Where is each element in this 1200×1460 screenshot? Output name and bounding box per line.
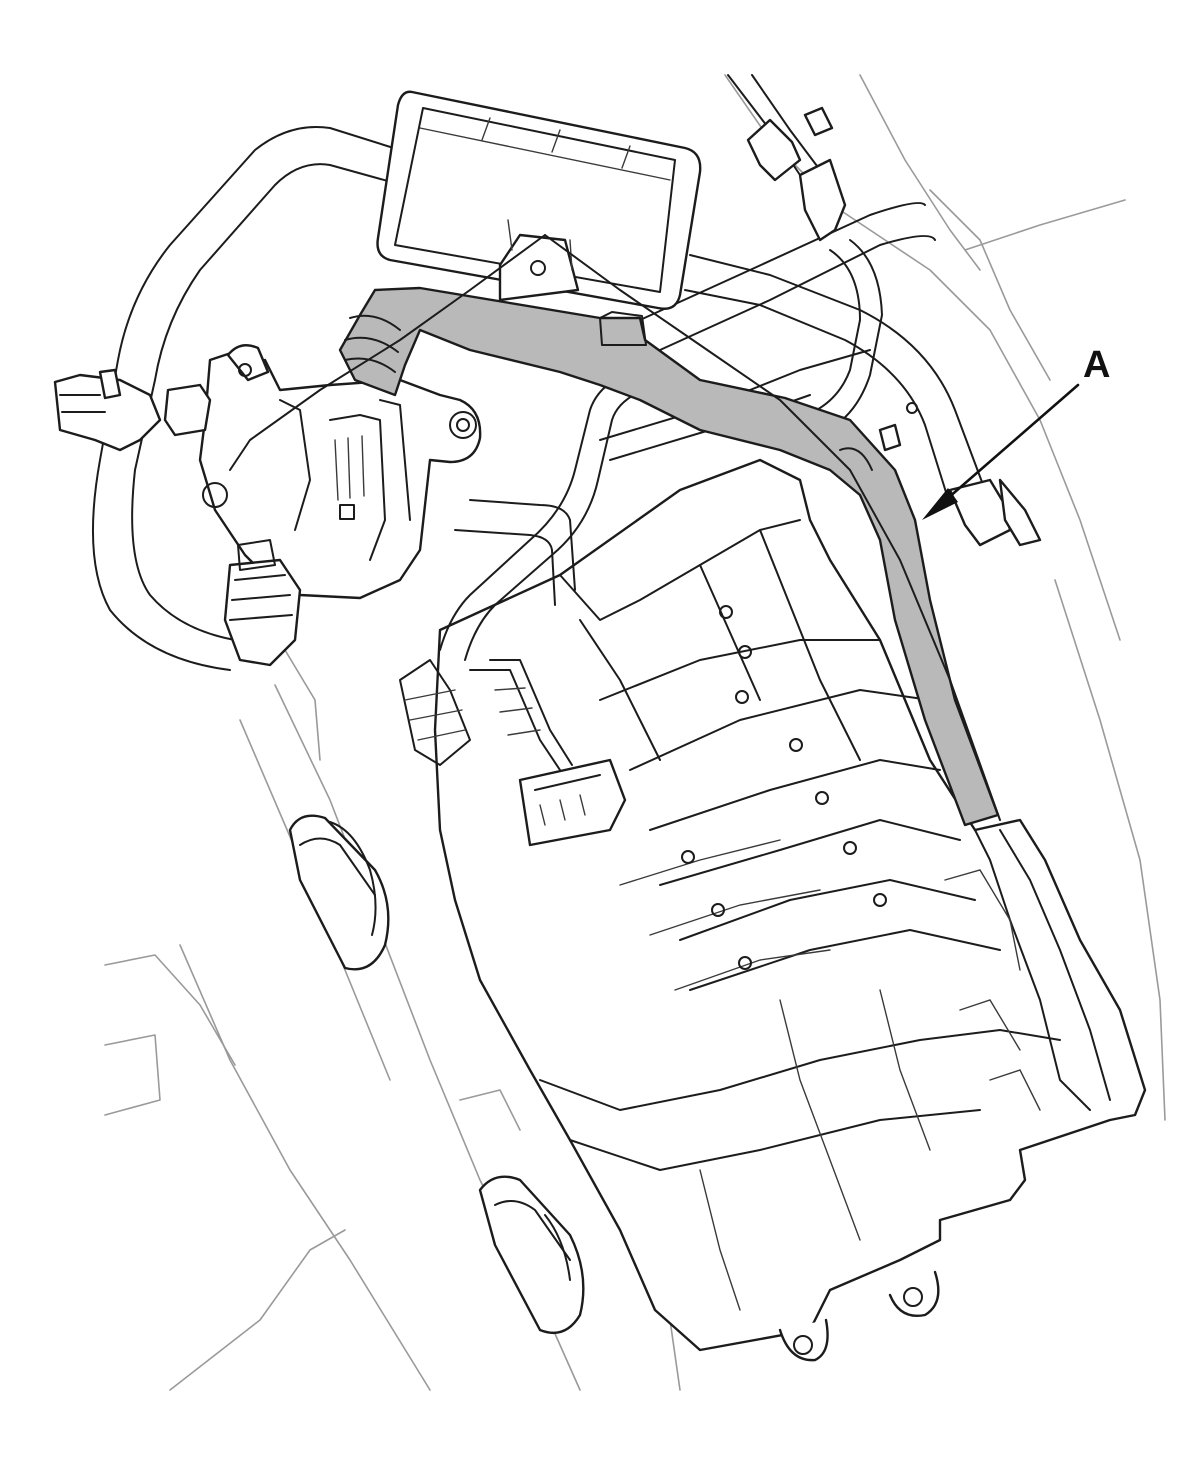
callout-label-a: A [1083, 344, 1111, 386]
hose-a [338, 286, 1000, 827]
rubber-mount-lower [478, 1175, 585, 1335]
overlay-lines [229, 234, 1001, 821]
callout-arrow [922, 383, 1080, 520]
rubber-mount-upper [288, 814, 390, 971]
filter-box [376, 90, 702, 310]
arrowhead-icon [922, 488, 958, 520]
purge-control-valve [53, 344, 482, 667]
highlighted-hose [338, 286, 1000, 827]
charcoal-canister [433, 458, 1147, 1362]
